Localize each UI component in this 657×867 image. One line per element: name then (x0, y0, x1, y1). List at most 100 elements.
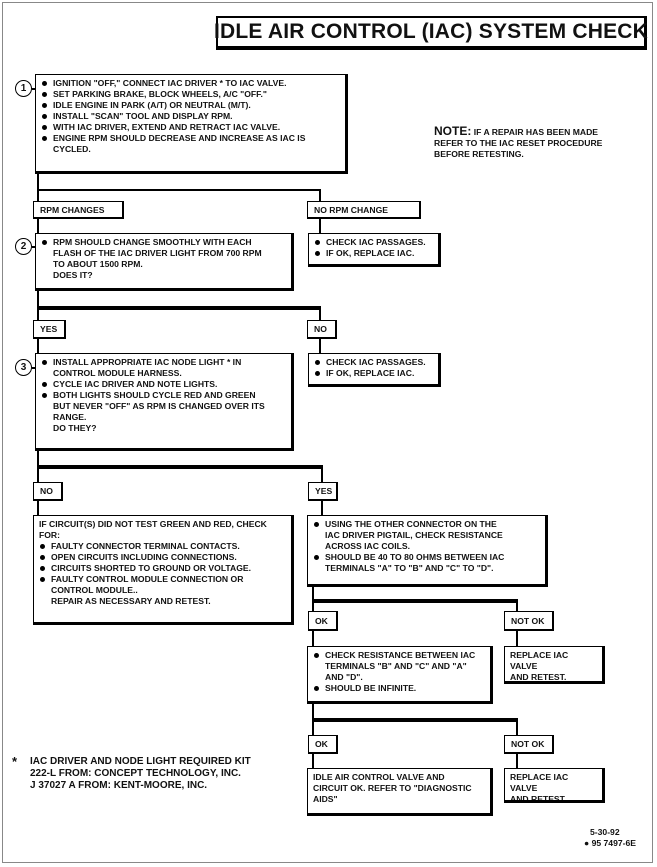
connector (516, 630, 518, 647)
step-1-marker: 1 (15, 80, 32, 97)
step-2-item: TO ABOUT 1500 RPM. (53, 259, 143, 269)
check-passages-box-2: CHECK IAC PASSAGES. IF OK, REPLACE IAC. (308, 353, 441, 387)
check-passages-box-1: CHECK IAC PASSAGES. IF OK, REPLACE IAC. (308, 233, 441, 267)
step-2-item: RPM SHOULD CHANGE SMOOTHLY WITH EACH (41, 237, 286, 248)
connector (37, 173, 39, 203)
note-line: REFER TO THE IAC RESET PROCEDURE (434, 138, 603, 148)
note-line: BEFORE RETESTING. (434, 149, 524, 159)
step-3-item: BUT NEVER "OFF" AS RPM IS CHANGED OVER I… (53, 401, 265, 411)
action-line: AND RETEST. (510, 794, 567, 803)
resistance-item: SHOULD BE INFINITE. (313, 683, 485, 694)
document-code: 5-30-92 ● 95 7497-6E (584, 827, 636, 849)
connector (312, 753, 314, 769)
step-1-item: CYCLED. (53, 144, 91, 154)
branch-label-rpm-changes: RPM CHANGES (33, 201, 124, 219)
step-1-item: SET PARKING BRAKE, BLOCK WHEELS, A/C "OF… (41, 89, 340, 100)
connector (37, 189, 321, 191)
note: NOTE: IF A REPAIR HAS BEEN MADE REFER TO… (434, 125, 603, 160)
connector (319, 218, 321, 234)
valve-ok-box: IDLE AIR CONTROL VALVE AND CIRCUIT OK. R… (307, 768, 493, 816)
step-3-item: INSTALL APPROPRIATE IAC NODE LIGHT * IN (41, 357, 286, 368)
step-3-item: RANGE. (53, 412, 87, 422)
circuit-check-item: CIRCUITS SHORTED TO GROUND OR VOLTAGE. (39, 563, 286, 574)
footnote-line: J 37027 A FROM: KENT-MOORE, INC. (30, 780, 208, 791)
step-1-item: ENGINE RPM SHOULD DECREASE AND INCREASE … (41, 133, 340, 144)
circuit-check-item: FAULTY CONNECTOR TERMINAL CONTACTS. (39, 541, 286, 552)
branch-label-ok: OK (308, 735, 338, 754)
action-line: REPLACE IAC VALVE (510, 650, 569, 671)
document-id: ● 95 7497-6E (584, 838, 637, 848)
connector (516, 718, 518, 736)
branch-label-ok: OK (308, 611, 338, 631)
connector (312, 718, 518, 722)
step-2-marker: 2 (15, 238, 32, 255)
action-line: AND RETEST. (510, 672, 567, 682)
connector (321, 500, 323, 516)
step-2-box: RPM SHOULD CHANGE SMOOTHLY WITH EACH FLA… (35, 233, 294, 291)
circuit-check-item: OPEN CIRCUITS INCLUDING CONNECTIONS. (39, 552, 286, 563)
step-1-connector (32, 88, 36, 90)
resistance-item: USING THE OTHER CONNECTOR ON THE (313, 519, 540, 530)
resistance-item: TERMINALS "B" AND "C" AND "A" (325, 661, 467, 671)
connector (516, 599, 518, 613)
circuit-check-item: CONTROL MODULE.. (51, 585, 138, 595)
resistance-item: IAC DRIVER PIGTAIL, CHECK RESISTANCE (325, 530, 503, 540)
action-item: CHECK IAC PASSAGES. (314, 357, 433, 368)
branch-label-no: NO (307, 320, 337, 339)
connector (37, 338, 39, 354)
step-3-item: CONTROL MODULE HARNESS. (53, 368, 182, 378)
resistance-item: SHOULD BE 40 TO 80 OHMS BETWEEN IAC (313, 552, 540, 563)
page-title: IDLE AIR CONTROL (IAC) SYSTEM CHECK (214, 16, 648, 50)
step-3-marker: 3 (15, 359, 32, 376)
step-3-box: INSTALL APPROPRIATE IAC NODE LIGHT * IN … (35, 353, 294, 451)
step-3-item: DO THEY? (53, 423, 97, 433)
resistance-item: ACROSS IAC COILS. (325, 541, 410, 551)
connector (312, 599, 518, 603)
note-line: IF A REPAIR HAS BEEN MADE (473, 127, 599, 137)
connector (37, 465, 323, 469)
result-line: IDLE AIR CONTROL VALVE AND (313, 772, 445, 782)
replace-iac-box-2: REPLACE IAC VALVE AND RETEST. (504, 768, 605, 803)
branch-label-no-rpm-change: NO RPM CHANGE (307, 201, 421, 219)
branch-label-no: NO (33, 482, 63, 501)
connector (516, 753, 518, 769)
connector (319, 189, 321, 203)
connector (312, 630, 314, 647)
step-1-box: IGNITION "OFF," CONNECT IAC DRIVER * TO … (35, 74, 348, 174)
circuit-check-box: IF CIRCUIT(S) DID NOT TEST GREEN AND RED… (33, 515, 294, 625)
step-2-item: FLASH OF THE IAC DRIVER LIGHT FROM 700 R… (53, 248, 262, 258)
branch-label-not-ok: NOT OK (504, 735, 554, 754)
step-1-item: INSTALL "SCAN" TOOL AND DISPLAY RPM. (41, 111, 340, 122)
footnote-line: IAC DRIVER AND NODE LIGHT REQUIRED KIT (30, 756, 251, 767)
step-1-item: IGNITION "OFF," CONNECT IAC DRIVER * TO … (41, 78, 340, 89)
resistance-check-box-2: CHECK RESISTANCE BETWEEN IAC TERMINALS "… (307, 646, 493, 704)
step-3-item: BOTH LIGHTS SHOULD CYCLE RED AND GREEN (41, 390, 286, 401)
kit-footnote: * IAC DRIVER AND NODE LIGHT REQUIRED KIT… (12, 755, 262, 792)
branch-label-not-ok: NOT OK (504, 611, 554, 631)
footnote-line: 222-L FROM: CONCEPT TECHNOLOGY, INC. (30, 768, 241, 779)
connector (321, 465, 323, 484)
action-line: REPLACE IAC VALVE (510, 772, 569, 793)
branch-label-yes: YES (308, 482, 338, 501)
resistance-item: CHECK RESISTANCE BETWEEN IAC (313, 650, 485, 661)
action-item: CHECK IAC PASSAGES. (314, 237, 433, 248)
connector (319, 338, 321, 354)
resistance-item: AND "D". (325, 672, 363, 682)
action-item: IF OK, REPLACE IAC. (314, 248, 433, 259)
branch-label-yes: YES (33, 320, 66, 339)
resistance-item: TERMINALS "A" TO "B" AND "C" TO "D". (325, 563, 494, 573)
step-3-connector (32, 367, 36, 369)
replace-iac-box-1: REPLACE IAC VALVE AND RETEST. (504, 646, 605, 684)
step-3-item: CYCLE IAC DRIVER AND NOTE LIGHTS. (41, 379, 286, 390)
result-line: AIDS" (313, 794, 338, 804)
connector (37, 218, 39, 234)
step-1-item: WITH IAC DRIVER, EXTEND AND RETRACT IAC … (41, 122, 340, 133)
step-2-connector (32, 246, 36, 248)
action-item: IF OK, REPLACE IAC. (314, 368, 433, 379)
connector (37, 500, 39, 516)
connector (37, 306, 321, 310)
resistance-check-box-1: USING THE OTHER CONNECTOR ON THE IAC DRI… (307, 515, 548, 587)
circuit-check-item: REPAIR AS NECESSARY AND RETEST. (51, 596, 211, 606)
circuit-check-item: FAULTY CONTROL MODULE CONNECTION OR (39, 574, 286, 585)
